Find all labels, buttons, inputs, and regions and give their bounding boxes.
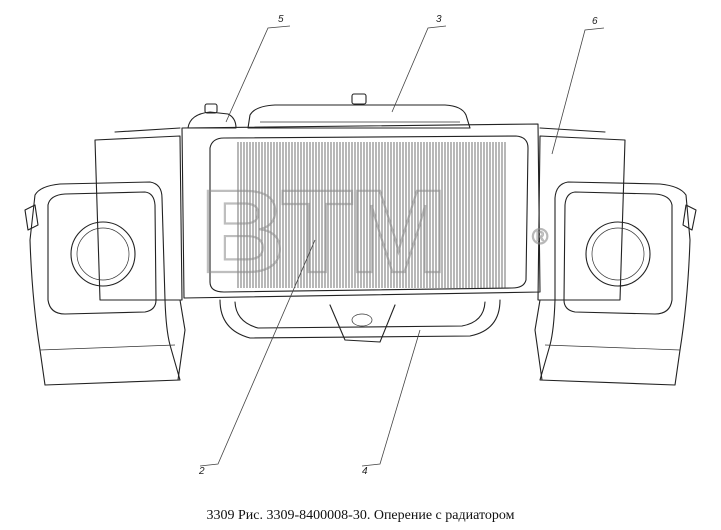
radiator-cap bbox=[351, 93, 367, 105]
lower-crossmember bbox=[219, 299, 501, 343]
callout-5: 5 bbox=[225, 14, 291, 123]
callout-4: 4 bbox=[361, 329, 421, 477]
right-headlight bbox=[585, 221, 651, 287]
callout-label-5: 5 bbox=[278, 14, 284, 25]
left-wing bbox=[24, 181, 181, 386]
left-skirt bbox=[177, 299, 186, 381]
radiator-core bbox=[237, 142, 506, 288]
callout-2: 2 bbox=[198, 239, 316, 477]
radiator-frame bbox=[181, 123, 541, 299]
right-skirt bbox=[534, 299, 543, 381]
callout-label-6: 6 bbox=[592, 16, 598, 27]
callout-3: 3 bbox=[391, 14, 447, 113]
figure-caption: 3309 Рис. 3309-8400008-30. Оперение с ра… bbox=[206, 508, 515, 523]
rear-left-panel bbox=[94, 127, 183, 301]
watermark-registered-symbol: ® bbox=[532, 224, 548, 249]
watermark: BTM ® bbox=[199, 165, 549, 299]
right-wing bbox=[539, 181, 697, 386]
radiator-top-tank bbox=[247, 93, 471, 129]
callout-6: 6 bbox=[551, 16, 605, 155]
rear-right-panel bbox=[537, 127, 626, 301]
callout-label-4: 4 bbox=[362, 466, 368, 477]
left-headlight bbox=[70, 221, 136, 287]
callout-label-3: 3 bbox=[436, 14, 442, 25]
expansion-tank bbox=[187, 103, 237, 129]
watermark-text: BTM bbox=[200, 166, 444, 298]
callout-label-2: 2 bbox=[198, 466, 205, 477]
